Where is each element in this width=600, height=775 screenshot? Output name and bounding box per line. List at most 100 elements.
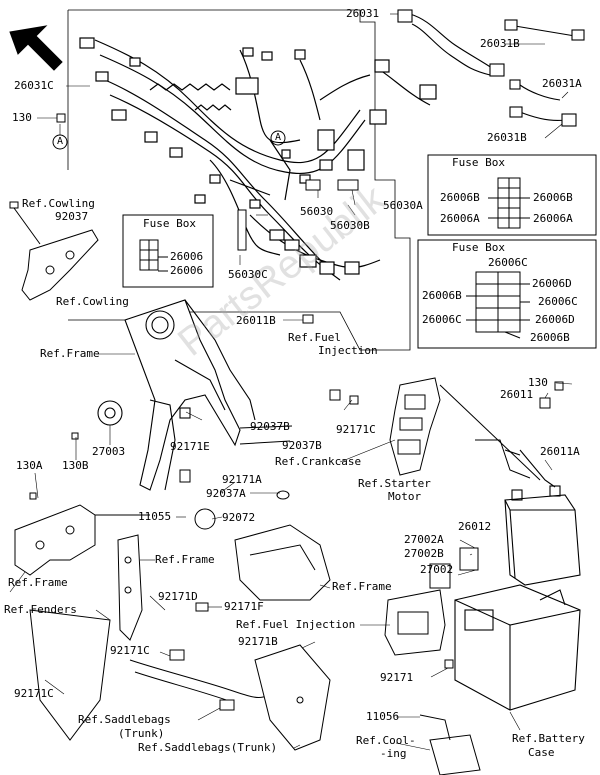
label-fb2-26006a-l: 26006A (440, 212, 480, 225)
fuse-box-2-title: Fuse Box (452, 156, 505, 169)
label-fb3-26006b-l: 26006B (422, 289, 462, 302)
cable-tie-92037b-a (239, 425, 293, 429)
label-ref-crankcase: Ref.Crankcase (275, 455, 362, 468)
leader-lines (9, 13, 573, 751)
label-27002: 27002 (420, 563, 454, 576)
label-92171: 92171 (380, 671, 414, 684)
reference-circle-a-mid (270, 130, 286, 146)
fuse-box-2-body (488, 177, 530, 229)
label-fb3-26006d-r1: 26006D (532, 277, 572, 290)
label-92171b: 92171B (238, 635, 278, 648)
label-ref-saddlebags-1: Ref.Saddlebags (78, 713, 171, 726)
label-27002b: 27002B (404, 547, 444, 560)
label-11055: 11055 (138, 510, 172, 523)
fuse-box-3-body (466, 271, 530, 339)
label-ref-cowling-top: Ref.Cowling (22, 197, 95, 210)
label-27003: 27003 (92, 445, 126, 458)
cable-tie-92037b-b (239, 440, 291, 445)
label-26031b-top: 26031B (480, 37, 520, 50)
label-ref-fenders: Ref.Fenders (4, 603, 77, 616)
label-fb2-26006b-r: 26006B (533, 191, 573, 204)
label-92037a: 92037A (206, 487, 246, 500)
label-92037: 92037 (55, 210, 89, 223)
frame (97, 299, 256, 491)
label-ref-frame-left: Ref.Frame (8, 576, 68, 589)
label-fb3-26006c-top: 26006C (488, 256, 528, 269)
vertical-bracket (117, 534, 143, 641)
bracket-11055 (14, 504, 150, 576)
fuse-box-1-body (139, 239, 168, 272)
starter-relay-assembly (389, 377, 541, 481)
label-11056: 11056 (366, 710, 400, 723)
label-56030: 56030 (300, 205, 334, 218)
label-130b: 130B (62, 459, 89, 472)
label-27002a: 27002A (404, 533, 444, 546)
label-ref-saddlebags-2: (Trunk) (118, 727, 165, 740)
label-ref-fuel-injection-top-2: Injection (318, 344, 378, 357)
label-fb3-26006d-r3: 26006D (535, 313, 575, 326)
label-92171c-left2: 92171C (110, 644, 150, 657)
label-ref-starter-1: Ref.Starter (358, 477, 431, 490)
label-ref-frame-top: Ref.Frame (40, 347, 100, 360)
label-ref-starter-2: Motor (388, 490, 422, 503)
label-92171c-left: 92171C (14, 687, 54, 700)
label-26031a: 26031A (542, 77, 582, 90)
label-26011: 26011 (500, 388, 534, 401)
label-ref-cowling-bot: Ref.Cowling (56, 295, 129, 308)
label-fb1-26006-a: 26006 (170, 250, 204, 263)
cowling-bracket (9, 201, 99, 301)
harness-outline (68, 9, 411, 351)
label-92171a: 92171A (222, 473, 262, 486)
label-ref-frame-mid: Ref.Frame (155, 553, 215, 566)
label-130-right: 130 (528, 376, 548, 389)
label-fb3-26006b-bot: 26006B (530, 331, 570, 344)
label-circle-a-mid: A (275, 132, 282, 143)
fuse-box-2-frame (427, 154, 597, 236)
fuse-box-3-frame (417, 239, 597, 349)
label-130a: 130A (16, 459, 43, 472)
fuse-box-3-title: Fuse Box (452, 241, 505, 254)
label-ref-fuel-injection-bot: Ref.Fuel Injection (236, 618, 356, 631)
rear-tray (234, 524, 331, 601)
fuse-box-1-frame (122, 214, 214, 288)
label-fb3-26006c-r2: 26006C (538, 295, 578, 308)
label-ref-battery-1: Ref.Battery (512, 732, 585, 745)
label-26031b-mid: 26031B (487, 131, 527, 144)
sub-harness-26031 (397, 9, 585, 127)
fuse-box-1-title: Fuse Box (143, 217, 196, 230)
label-92037b-b: 92037B (282, 439, 322, 452)
label-92037b-a: 92037B (250, 420, 290, 433)
label-26012: 26012 (458, 520, 492, 533)
battery (504, 449, 581, 586)
label-92171d: 92171D (158, 590, 198, 603)
relay-56030 (237, 179, 359, 251)
ecu-27002 (384, 547, 479, 669)
label-26011b: 26011B (236, 314, 276, 327)
rear-fender (29, 609, 111, 741)
label-ref-saddlebags-trunk: Ref.Saddlebags(Trunk) (138, 741, 278, 754)
label-ref-battery-2: Case (528, 746, 555, 759)
label-56030b: 56030B (330, 219, 370, 232)
label-fb2-26006a-r: 26006A (533, 212, 573, 225)
label-92171e: 92171E (170, 440, 210, 453)
front-direction-arrow (9, 25, 63, 71)
label-ref-fuel-injection-top-1: Ref.Fuel (288, 331, 341, 344)
label-26011a: 26011A (540, 445, 580, 458)
label-fb2-26006b-l: 26006B (440, 191, 480, 204)
main-wiring-harness (79, 37, 437, 281)
label-92171c-mid: 92171C (336, 423, 376, 436)
label-56030c: 56030C (228, 268, 268, 281)
saddlebag-panel (254, 644, 331, 751)
label-26031c: 26031C (14, 79, 54, 92)
label-92171f: 92171F (224, 600, 264, 613)
battery-case (454, 584, 581, 711)
label-56030a: 56030A (383, 199, 423, 212)
label-ref-cooling-1: Ref.Cool- (356, 734, 416, 747)
cooling-assembly (419, 714, 481, 775)
label-circle-a-left: A (57, 136, 64, 147)
label-fb3-26006c-l: 26006C (422, 313, 462, 326)
label-ref-cooling-2: -ing (380, 747, 407, 760)
label-fb1-26006-b: 26006 (170, 264, 204, 277)
label-26031: 26031 (346, 7, 380, 20)
